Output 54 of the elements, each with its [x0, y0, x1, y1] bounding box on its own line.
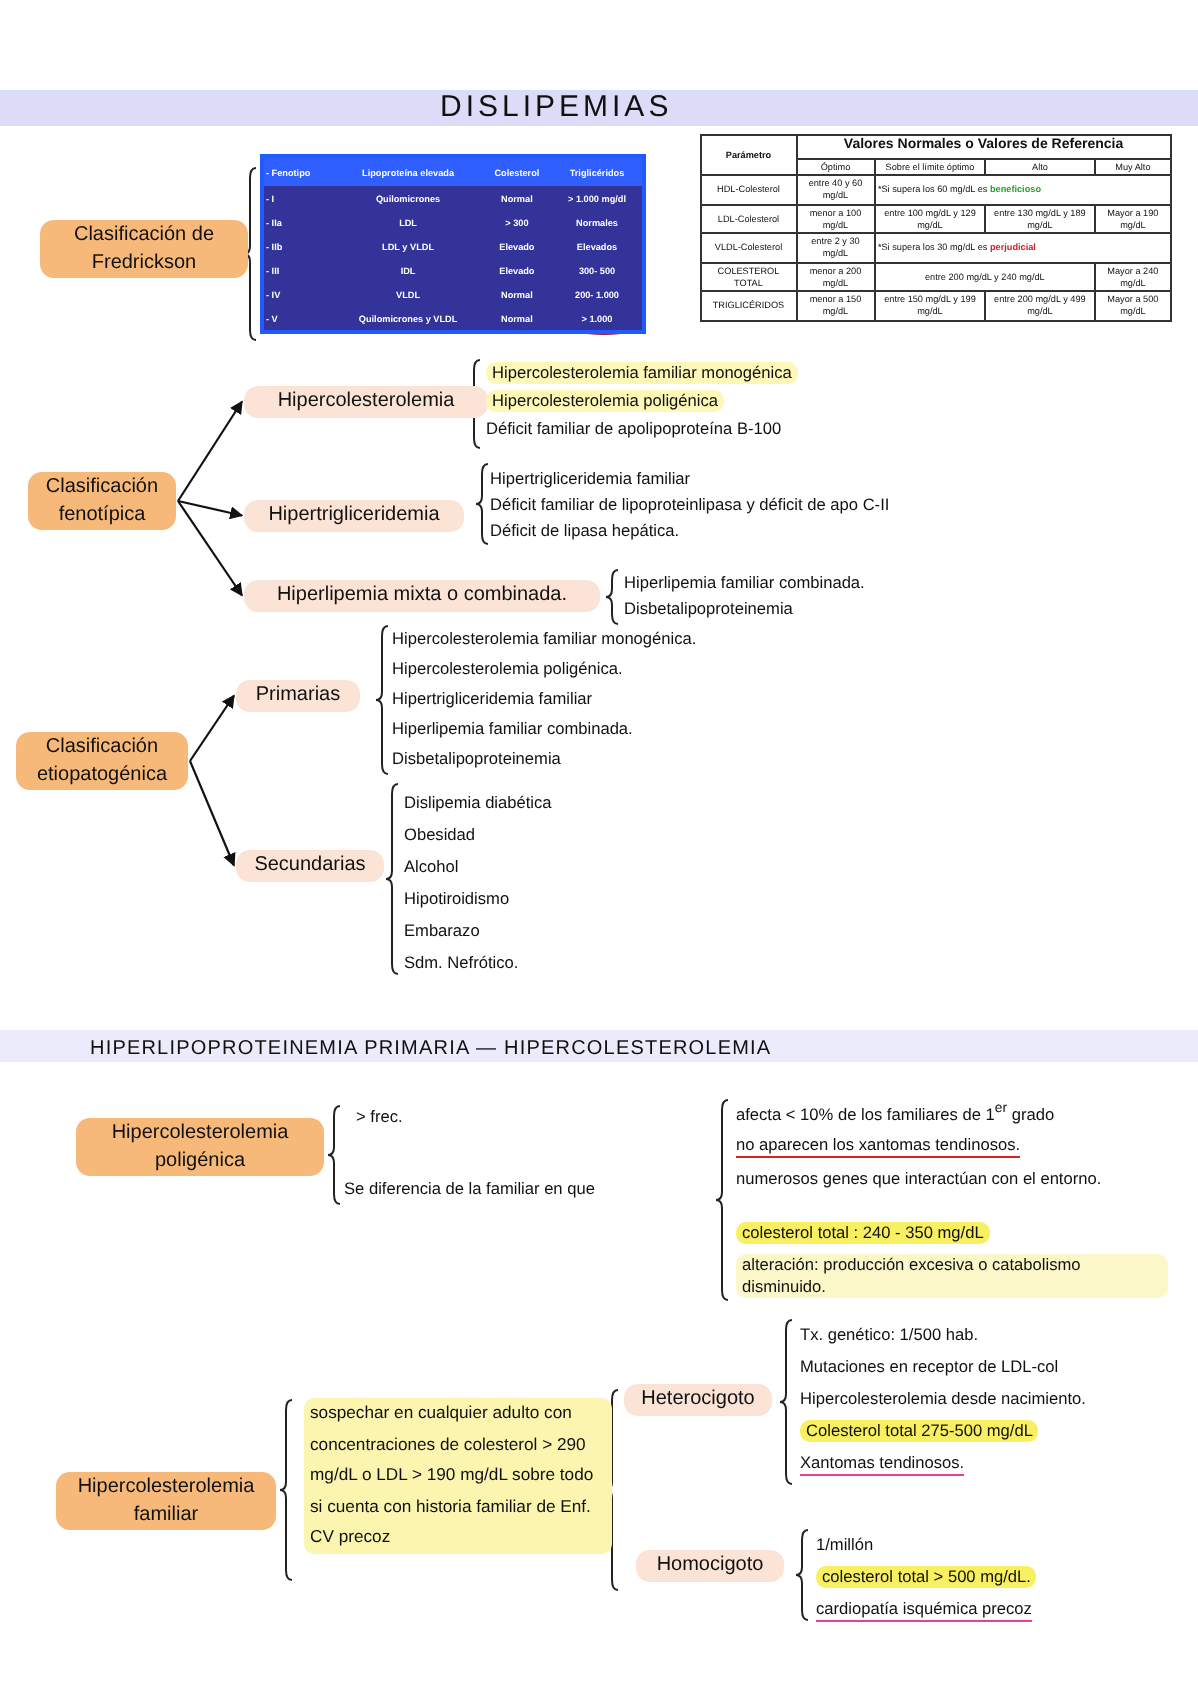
note-text: Déficit de lipasa hepática.	[490, 520, 680, 542]
note-text: Alcohol	[404, 856, 459, 878]
note-text: Disbetalipoproteinemia	[392, 748, 561, 770]
note-text: Hiperlipemia familiar combinada.	[624, 572, 865, 594]
highlighted-heading: Clasificación fenotípica	[28, 472, 176, 530]
note-text: numerosos genes que interactúan con el entorno.	[736, 1168, 1102, 1190]
arrow	[177, 500, 243, 597]
note-text: Hipercolesterolemia familiar monogénica	[486, 362, 798, 384]
arrow	[177, 400, 243, 502]
note-text: alteración: producción excesiva o catabolismo disminuido.	[736, 1254, 1168, 1298]
note-text: Hipertrigliceridemia familiar	[392, 688, 593, 710]
note-text: Embarazo	[404, 920, 480, 942]
note-text: colesterol total > 500 mg/dL.	[816, 1566, 1037, 1588]
note-text: Déficit familiar de lipoproteinlipasa y déficit de apo C-II	[490, 494, 890, 516]
note-text: Se diferencia de la familiar en que	[344, 1178, 595, 1200]
note-text: cardiopatía isquémica precoz	[816, 1598, 1032, 1622]
note-text: Disbetalipoproteinemia	[624, 598, 793, 620]
note-text: Hipercolesterolemia desde nacimiento.	[800, 1388, 1086, 1410]
note-text: Xantomas tendinosos.	[800, 1452, 965, 1476]
note-text: Mutaciones en receptor de LDL-col	[800, 1356, 1059, 1378]
note-text: Hipercolesterolemia poligénica	[486, 390, 724, 412]
note-text: Hipotiroidismo	[404, 888, 510, 910]
note-text: afecta < 10% de los familiares de 1$^{er}$ grado	[736, 1102, 1055, 1126]
highlighted-heading: Hipercolesterolemia poligénica	[76, 1118, 324, 1176]
note-text: Obesidad	[404, 824, 476, 846]
note-text: Sdm. Nefrótico.	[404, 952, 519, 974]
highlighted-heading: Hiperlipemia mixta o combinada.	[244, 580, 600, 611]
arrow	[189, 694, 235, 762]
highlighted-heading: Clasificación de Fredrickson	[40, 220, 248, 278]
note-text: no aparecen los xantomas tendinosos.	[736, 1134, 1021, 1158]
highlighted-heading: Homocigoto	[636, 1550, 784, 1581]
highlighted-heading: Primarias	[236, 680, 360, 711]
highlighted-heading: Hipercolesterolemia	[244, 386, 488, 417]
note-text: Dislipemia diabética	[404, 792, 552, 814]
note-text: 1/millón	[816, 1534, 874, 1556]
section-heading: HIPERLIPOPROTEINEMIA PRIMARIA — HIPERCOLESTEROLEMIA	[90, 1036, 772, 1062]
highlighted-heading: Secundarias	[236, 850, 384, 881]
highlighted-heading: Hipertrigliceridemia	[244, 500, 464, 531]
note-text: Hiperlipemia familiar combinada.	[392, 718, 633, 740]
page-title: DISLIPEMIAS	[440, 90, 673, 126]
arrow	[177, 499, 244, 520]
note-text: colesterol total : 240 - 350 mg/dL	[736, 1222, 990, 1244]
highlighted-heading: Heterocigoto	[624, 1384, 772, 1415]
note-text: Colesterol total 275-500 mg/dL	[800, 1420, 1039, 1442]
note-text: Déficit familiar de apolipoproteína B-100	[486, 418, 782, 440]
note-paragraph: sospechar en cualquier adulto con concentraciones de colesterol > 290 mg/dL o LDL > 190 mg/dL sobre todo si cuenta con historia familiar de Enf. CV precoz	[304, 1398, 612, 1553]
note-text: Hipercolesterolemia poligénica.	[392, 658, 623, 680]
note-text: Hipertrigliceridemia familiar	[490, 468, 691, 490]
note-text: > frec.	[356, 1106, 403, 1128]
highlighted-heading: Clasificación etiopatogénica	[16, 732, 188, 790]
note-text: Tx. genético: 1/500 hab.	[800, 1324, 979, 1346]
highlighted-heading: Hipercolesterolemia familiar	[56, 1472, 276, 1530]
note-text: Hipercolesterolemia familiar monogénica.	[392, 628, 697, 650]
arrow	[189, 760, 236, 867]
